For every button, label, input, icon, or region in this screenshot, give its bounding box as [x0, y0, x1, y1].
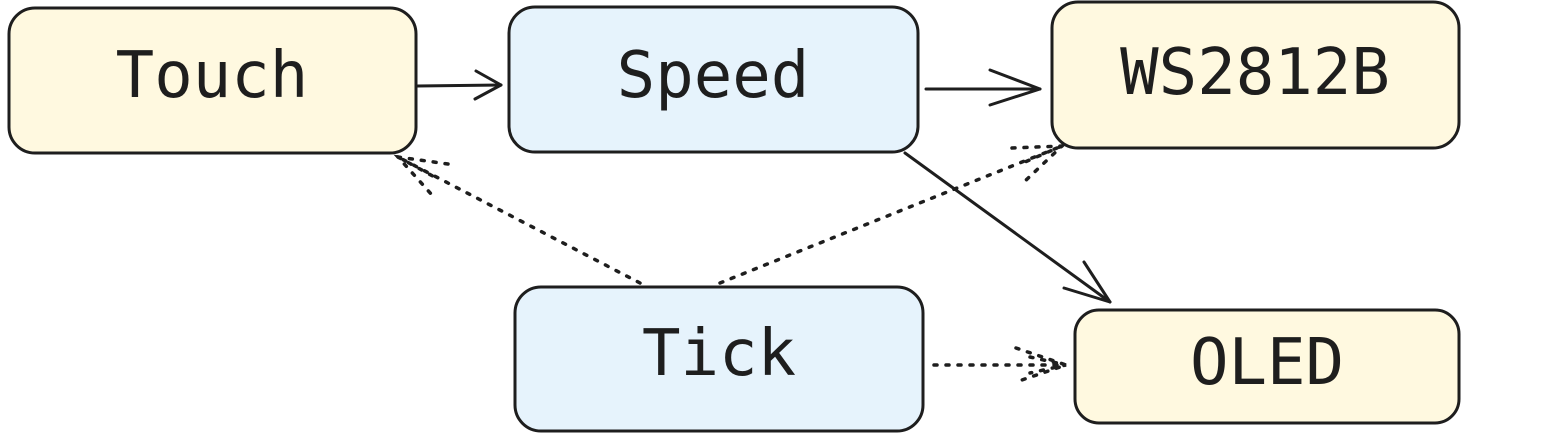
node-speed-label: Speed — [617, 39, 810, 113]
node-tick-label: Tick — [642, 317, 796, 391]
node-speed: Speed — [507, 5, 920, 154]
edge-tick-to-ws2812b — [718, 144, 1067, 285]
node-speed-box — [507, 5, 920, 154]
node-tick-box — [513, 285, 925, 433]
edge-speed-to-ws2812b — [924, 68, 1042, 107]
edge-speed-to-oled — [903, 151, 1112, 304]
edge-touch-to-speed — [415, 69, 503, 101]
node-oled-box — [1073, 308, 1461, 425]
node-ws2812b-box — [1050, 0, 1461, 150]
node-touch-box — [7, 6, 418, 155]
edge-tick-to-touch — [393, 154, 642, 285]
node-ws2812b: WS2812B — [1050, 0, 1461, 150]
edge-tick-to-oled — [932, 346, 1072, 384]
node-oled: OLED — [1073, 308, 1461, 425]
node-touch-label: Touch — [116, 39, 309, 113]
node-touch: Touch — [7, 6, 418, 155]
edges — [393, 68, 1112, 384]
node-oled-label: OLED — [1190, 326, 1344, 400]
node-tick: Tick — [513, 285, 925, 433]
node-ws2812b-label: WS2812B — [1120, 36, 1390, 110]
